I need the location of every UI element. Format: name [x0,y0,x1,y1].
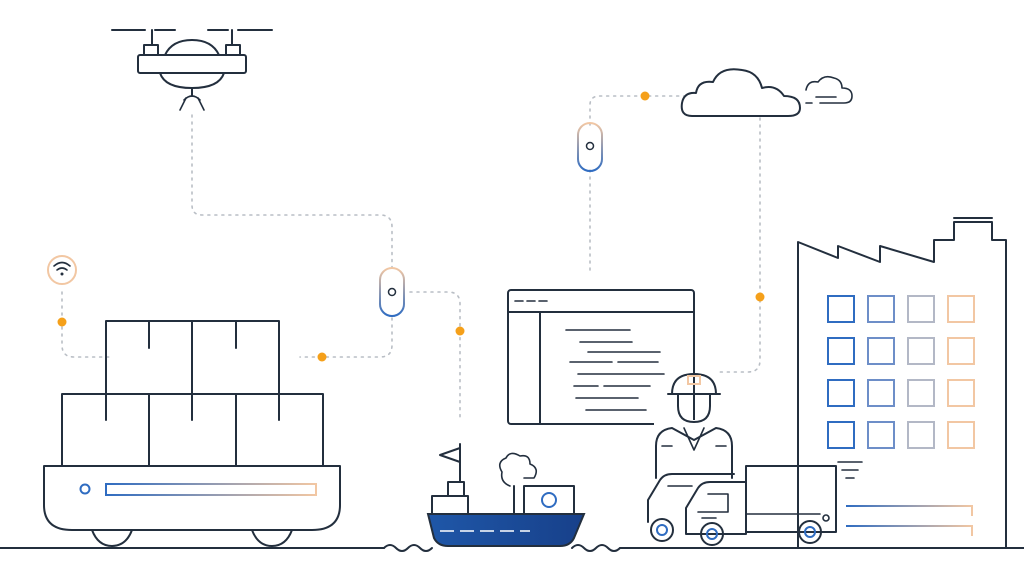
node-dot [755,292,765,302]
cloud-icon [680,68,853,117]
factory-icon [797,217,1007,549]
dashboard-window [507,289,695,425]
node-dot [455,326,465,336]
ground-line [0,544,1024,552]
sensor-node-cloud [577,122,603,172]
connector-lines [61,95,761,421]
truck-icon [745,465,837,544]
node-dot [317,352,327,362]
delivery-vans-icon [647,473,747,546]
drone-icon [111,29,273,111]
wifi-icon [47,255,77,285]
tug-boat-icon [426,443,586,547]
node-dots [57,91,765,362]
node-dot [640,91,650,101]
sensor-node-left [379,267,405,317]
cargo-ship-icon [43,320,341,547]
node-dot [57,317,67,327]
